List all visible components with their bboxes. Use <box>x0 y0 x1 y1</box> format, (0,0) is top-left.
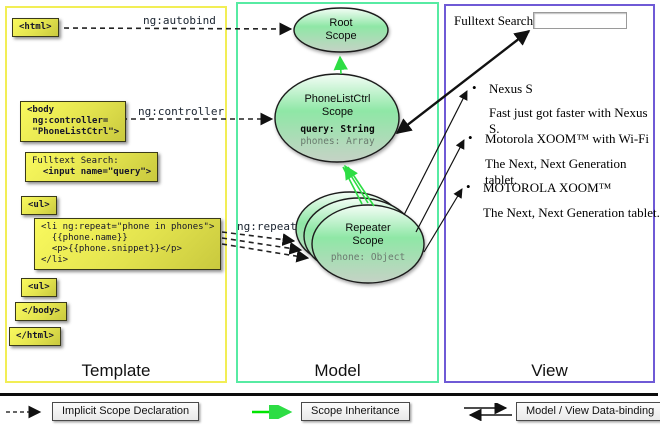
root-scope-line2: Scope <box>325 30 357 42</box>
code-text: <input name="query"> <box>32 167 152 177</box>
implicit-scope-arrow-icon <box>4 405 50 424</box>
code-text: <li ng:repeat="phone in phones"> <box>41 222 215 232</box>
repeater-line1: Repeater <box>345 222 391 234</box>
scope-inheritance-arrow-icon <box>250 400 300 424</box>
ul-open-tag-box: <ul> <box>21 196 57 215</box>
code-text: <p>{{phone.snippet}}</p> <box>41 244 182 254</box>
repeater-line2: Scope <box>352 235 384 247</box>
data-binding-arrow-icon <box>462 401 514 426</box>
code-text: "PhoneListCtrl"> <box>27 127 120 137</box>
phonelistctrl-line2: Scope <box>321 106 354 118</box>
bullet-icon: • <box>472 80 477 95</box>
fulltext-search-label: Fulltext Search: <box>454 13 537 28</box>
legend-separator <box>0 393 658 396</box>
view-column-label: View <box>531 361 568 380</box>
root-scope-line1: Root <box>329 17 353 29</box>
code-text: <ul> <box>28 200 50 210</box>
fulltext-search-input[interactable] <box>533 12 627 29</box>
ul-second-tag-box: <ul> <box>21 278 57 297</box>
view-item-snippet: The Next, Next Generation tablet. <box>485 156 627 187</box>
bullet-icon: • <box>468 130 473 145</box>
legend-data-binding: Model / View Data-binding <box>516 402 660 421</box>
code-text: <ul> <box>28 282 50 292</box>
bullet-icon: • <box>466 179 471 194</box>
body-open-tag-box: <body ng:controller= "PhoneListCtrl"> <box>20 101 127 142</box>
view-item-title: MOTOROLA XOOM™ <box>483 180 612 195</box>
model-column-label: Model <box>314 361 361 380</box>
view-item-title: Nexus S <box>489 81 533 96</box>
html-close-tag-box: </html> <box>9 327 61 346</box>
query-property: query: String <box>300 124 375 135</box>
legend-implicit-scope: Implicit Scope Declaration <box>52 402 200 421</box>
model-column <box>236 2 439 383</box>
html-open-tag-box: <html> <box>12 18 59 37</box>
view-item-title: Motorola XOOM™ with Wi-Fi <box>485 131 650 146</box>
ng-controller-label: ng:controller <box>138 105 225 118</box>
ng-repeat-label: ng:repeat <box>237 220 297 233</box>
root-scope-label: Root Scope <box>296 17 386 43</box>
code-text: </li> <box>41 255 69 265</box>
phonelistctrl-line1: PhoneListCtrl <box>304 93 371 105</box>
code-text: <body <box>27 105 55 115</box>
code-text: </html> <box>16 331 54 341</box>
code-text: ng:controller= <box>27 116 109 126</box>
ng-autobind-label: ng:autobind <box>143 14 216 27</box>
phonelistctrl-scope-label: PhoneListCtrl Scope query: String phones… <box>275 93 400 148</box>
legend-scope-inheritance: Scope Inheritance <box>301 402 410 421</box>
phones-property: phones: Array <box>300 136 375 147</box>
repeater-scope-label: Repeater Scope phone: Object <box>312 222 424 264</box>
code-text: </body> <box>22 306 60 316</box>
view-item-snippet: The Next, Next Generation tablet. <box>483 205 660 220</box>
template-column-label: Template <box>81 361 151 380</box>
fulltext-template-box: Fulltext Search: <input name="query"> <box>25 152 159 182</box>
code-text: <html> <box>19 22 52 32</box>
code-text: Fulltext Search: <box>32 156 119 166</box>
li-repeat-box: <li ng:repeat="phone in phones"> {{phone… <box>34 218 222 270</box>
code-text: {{phone.name}} <box>41 233 128 243</box>
body-close-tag-box: </body> <box>15 302 67 321</box>
phone-property: phone: Object <box>330 252 406 263</box>
